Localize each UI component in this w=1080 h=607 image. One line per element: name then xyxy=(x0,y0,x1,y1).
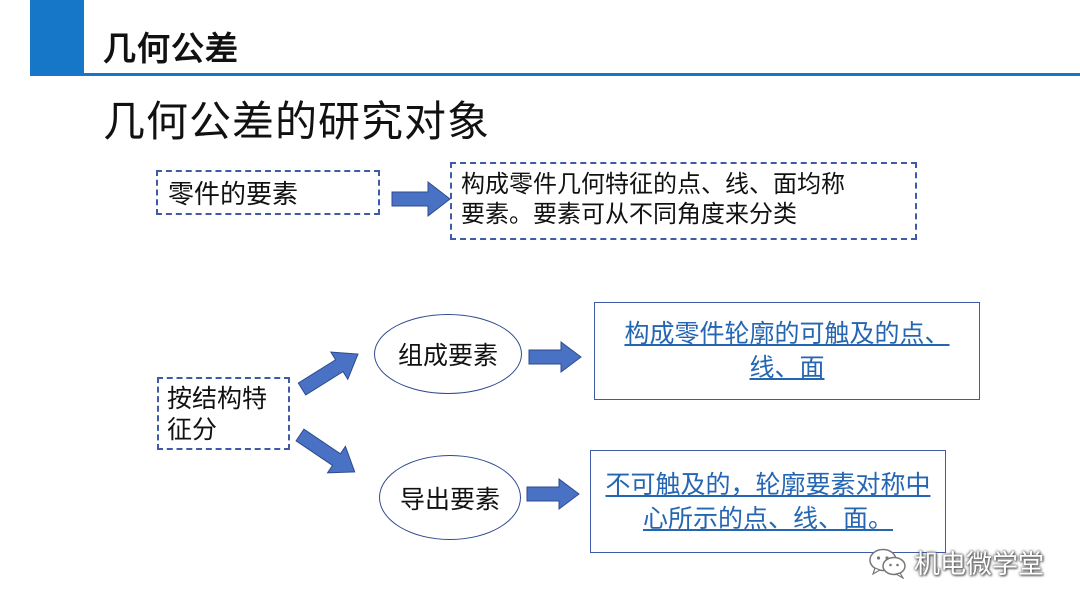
header-divider xyxy=(30,73,1080,76)
watermark: 机电微学堂 xyxy=(868,544,1044,581)
component-element-label: 组成要素 xyxy=(397,341,498,370)
slide-subtitle: 几何公差的研究对象 xyxy=(103,97,491,146)
basis-text-line2: 征分 xyxy=(167,415,218,444)
term-box: 零件的要素 xyxy=(156,170,380,215)
derived-element-description-box: 不可触及的，轮廓要素对称中 心所示的点、线、面。 xyxy=(590,450,946,553)
header-title: 几何公差 xyxy=(103,29,239,68)
derived-element-label: 导出要素 xyxy=(399,484,500,514)
arrow-down-right-icon xyxy=(295,428,356,474)
arrow-right-icon xyxy=(528,341,582,373)
term-label: 零件的要素 xyxy=(168,180,299,210)
definition-text-line1: 构成零件几何特征的点、线、面均称 xyxy=(461,170,845,198)
component-element-desc-line1[interactable]: 构成零件轮廓的可触及的点、 xyxy=(624,319,950,348)
classification-basis-box: 按结构特 征分 xyxy=(157,377,290,450)
component-element-ellipse: 组成要素 xyxy=(374,314,522,394)
arrow-right-icon xyxy=(526,478,580,510)
basis-text-line1: 按结构特 xyxy=(167,384,268,413)
wechat-icon xyxy=(869,548,906,579)
arrow-up-right-icon xyxy=(297,351,359,396)
derived-element-desc-line1[interactable]: 不可触及的，轮廓要素对称中 xyxy=(605,469,931,499)
watermark-text: 机电微学堂 xyxy=(914,550,1045,580)
definition-box: 构成零件几何特征的点、线、面均称 要素。要素可从不同角度来分类 xyxy=(450,162,917,240)
derived-element-desc-line2[interactable]: 心所示的点、线、面。 xyxy=(642,503,893,533)
component-element-description-box: 构成零件轮廓的可触及的点、 线、面 xyxy=(594,302,980,400)
definition-text-line2: 要素。要素可从不同角度来分类 xyxy=(461,200,797,228)
arrow-right-icon xyxy=(391,180,451,218)
derived-element-ellipse: 导出要素 xyxy=(379,455,521,540)
header-accent-bar xyxy=(30,0,84,76)
component-element-desc-line2[interactable]: 线、面 xyxy=(749,353,825,382)
